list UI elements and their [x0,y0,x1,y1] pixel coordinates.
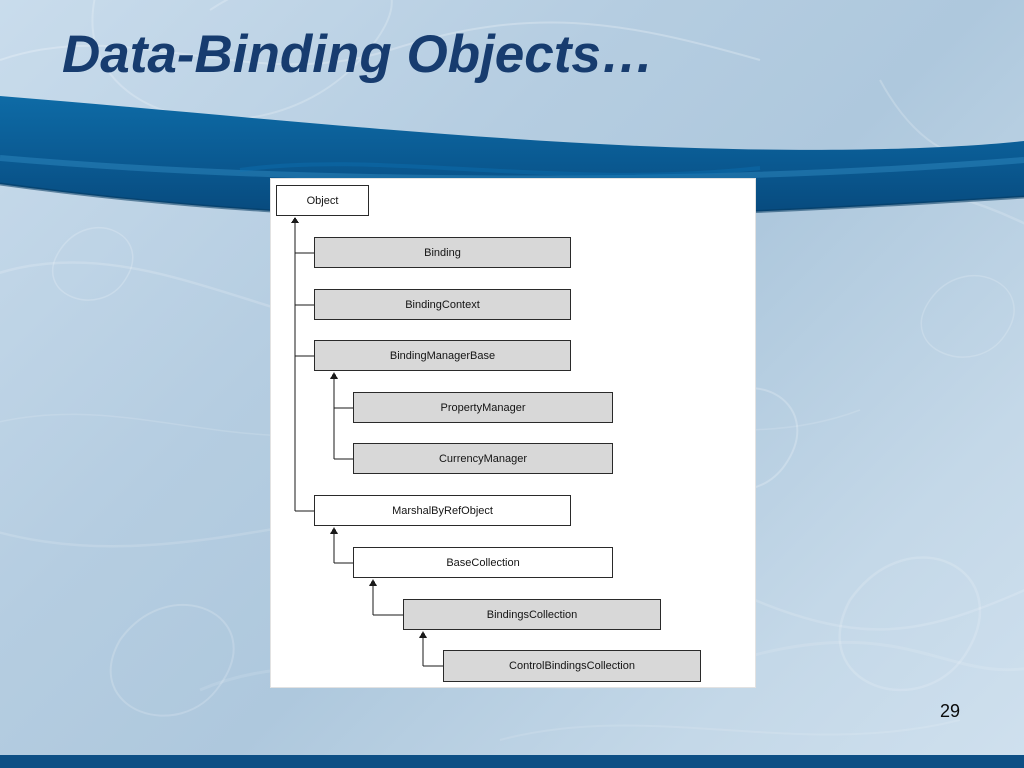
slide-title: Data-Binding Objects… [62,25,654,84]
class-box-controlbindingscollection: ControlBindingsCollection [443,650,701,682]
class-box-binding: Binding [314,237,571,268]
connector-lines [291,217,443,667]
class-box-bindingscollection: BindingsCollection [403,599,661,630]
class-box-currencymanager: CurrencyManager [353,443,613,474]
footer-bar [0,755,1024,768]
class-box-marshalbyrefobject: MarshalByRefObject [314,495,571,526]
class-box-bindingcontext: BindingContext [314,289,571,320]
class-box-propertymanager: PropertyManager [353,392,613,423]
class-box-basecollection: BaseCollection [353,547,613,578]
page-number: 29 [939,701,960,721]
diagram-panel: Object Binding BindingContext BindingMan… [270,178,756,688]
class-box-object: Object [276,185,369,216]
class-box-bindingmanagerbase: BindingManagerBase [314,340,571,371]
